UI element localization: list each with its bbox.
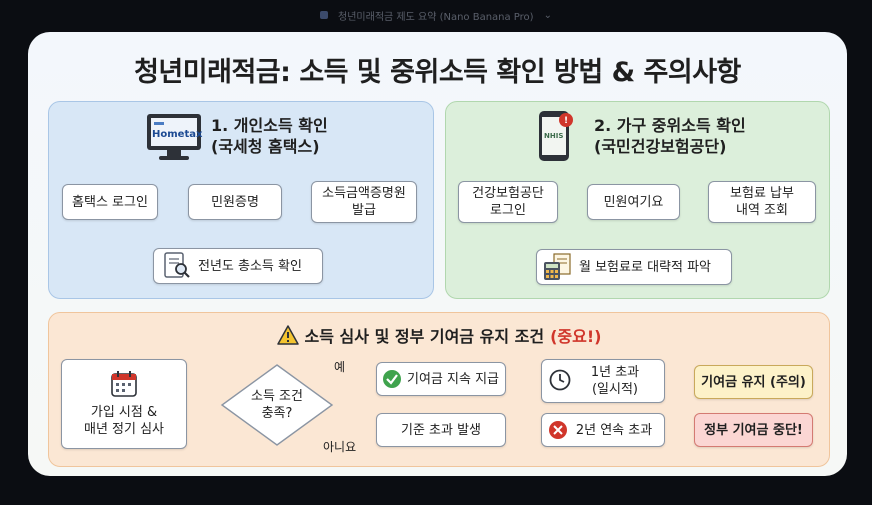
infographic-card: 청년미래적금: 소득 및 중위소득 확인 방법 & 주의사항 [28,32,847,476]
nhis-label: NHIS [544,132,564,140]
step-nhis-login: 건강보험공단 로그인 [458,181,558,223]
hometax-logo: Hometax [152,129,203,140]
monitor-icon [147,114,201,160]
personal-heading-line1: 1. 개인소득 확인 [211,116,328,135]
warning-title-emphasis: (중요!) [550,327,602,346]
step-minwon-yeogiyo: 민원여기요 [587,184,680,220]
chevron-down-icon[interactable]: ⌄ [543,9,552,21]
decision-label: 소득 조건 충족? [251,389,303,421]
calendar-icon [111,371,137,397]
document-search-icon [164,252,190,278]
step-civil-certificate: 민원증명 [188,184,282,220]
household-heading: 2. 가구 중위소득 확인 (국민건강보험공단) [594,115,746,157]
warning-title: 소득 심사 및 정부 기여금 유지 조건 (중요!) [49,323,829,347]
window-caption: 청년미래적금 제도 요약 (Nano Banana Pro) [338,11,534,23]
no-label: 아니요 [323,440,357,454]
step-income-certificate: 소득금액증명원 발급 [311,181,417,223]
personal-heading: 1. 개인소득 확인 (국세청 홈택스) [211,115,328,157]
warning-title-main: 소득 심사 및 정부 기여금 유지 조건 [304,327,545,346]
step-annual-review: 가입 시점 & 매년 정기 심사 [61,359,187,449]
x-circle-icon [549,421,567,439]
step-hometax-login: 홈택스 로그인 [62,184,158,220]
personal-heading-line2: (국세청 홈택스) [211,137,320,156]
result-stop-contribution: 정부 기여금 중단! [694,413,813,447]
yes-label: 예 [334,360,346,374]
annual-review-label: 가입 시점 & 매년 정기 심사 [83,405,165,437]
calculator-bill-icon [544,253,571,280]
smartphone-icon: ! [539,111,573,161]
household-heading-line2: (국민건강보험공단) [594,137,727,156]
decision-diamond [220,364,334,446]
step-premium-history: 보험료 납부 내역 조회 [708,181,816,223]
clock-icon [549,369,571,391]
step-threshold-exceeded: 기준 초과 발생 [376,413,506,447]
window-caption-bar: 청년미래적금 제도 요약 (Nano Banana Pro) ⌄ [0,0,872,30]
check-circle-icon [383,370,401,388]
result-keep-contribution: 기여금 유지 (주의) [694,365,813,399]
household-heading-line1: 2. 가구 중위소득 확인 [594,116,746,135]
svg-text:!: ! [564,116,568,126]
app-icon [320,11,329,19]
page-title: 청년미래적금: 소득 및 중위소득 확인 방법 & 주의사항 [134,57,741,88]
warning-icon [276,325,299,345]
